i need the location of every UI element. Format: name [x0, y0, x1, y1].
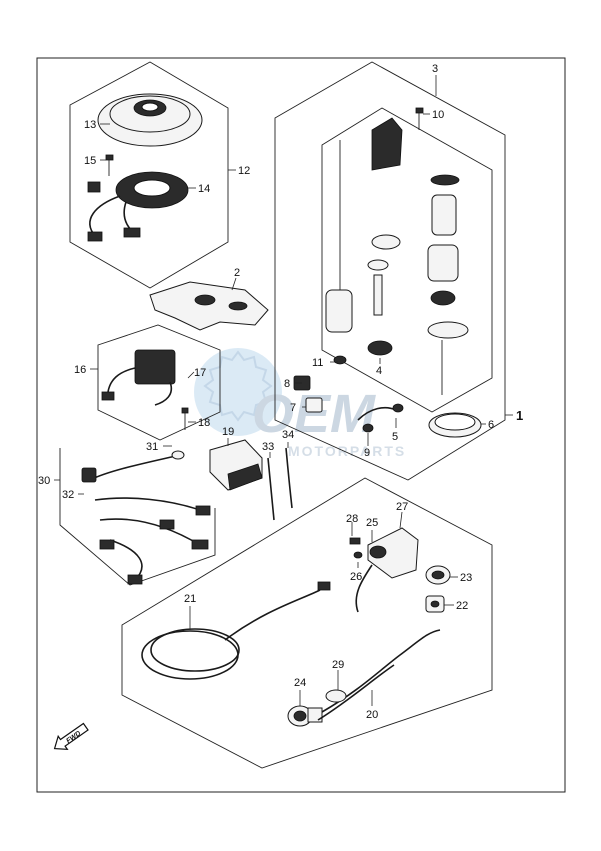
- watermark: OEM MOTORPARTS: [194, 348, 406, 459]
- bracket-5-part: [357, 403, 404, 433]
- callout-26: 26: [350, 571, 362, 583]
- callout-29: 29: [332, 659, 344, 671]
- group-box-flywheel: [69, 61, 229, 289]
- callout-27: 27: [396, 501, 408, 513]
- callout-20: 20: [366, 709, 378, 721]
- cord-20-part: [317, 629, 441, 721]
- callout-21: 21: [184, 593, 196, 605]
- callout-4: 4: [376, 365, 382, 377]
- screw-15-part: [105, 154, 114, 176]
- rectifier-part: [101, 349, 176, 406]
- cable-tie-34-part: [285, 447, 293, 509]
- callout-2: 2: [234, 267, 240, 279]
- leader-lines: [54, 75, 513, 706]
- wire-harness-part: [81, 450, 211, 585]
- callout-17: 17: [194, 367, 206, 379]
- callout-23: 23: [460, 572, 472, 584]
- callout-18: 18: [198, 417, 210, 429]
- callout-22: 22: [456, 600, 468, 612]
- callout-5: 5: [392, 431, 398, 443]
- callout-16: 16: [74, 364, 86, 376]
- lanyard-switch-24-part: [287, 705, 323, 727]
- group-box-main: [274, 61, 506, 481]
- flywheel-part: [97, 93, 203, 147]
- callout-3: 3: [432, 63, 438, 75]
- bolt-10-part: [415, 107, 424, 130]
- watermark-brand: OEM: [252, 384, 376, 444]
- group-box-starter: [321, 107, 493, 413]
- callout-8: 8: [284, 378, 290, 390]
- fwd-label: FWD: [65, 730, 82, 745]
- callout-30: 30: [38, 475, 50, 487]
- callout-15: 15: [84, 155, 96, 167]
- grommet-23-part: [425, 565, 451, 585]
- diagram-frame: [36, 57, 566, 793]
- stator-coil-part: [87, 171, 189, 242]
- callout-34: 34: [282, 429, 294, 441]
- group-box-rectifier: [97, 324, 221, 441]
- callout-19: 19: [222, 426, 234, 438]
- group-box-harness: [59, 448, 216, 586]
- callout-12: 12: [238, 165, 250, 177]
- ring-6-part: [428, 412, 482, 438]
- plate-22-part: [425, 595, 445, 613]
- callout-13: 13: [84, 119, 96, 131]
- callout-32: 32: [62, 489, 74, 501]
- switch-assy-25-27-part: [349, 527, 419, 613]
- callout-1: 1: [516, 408, 523, 423]
- group-box-lower: [121, 477, 493, 769]
- callout-31: 31: [146, 441, 158, 453]
- callout-14: 14: [198, 183, 210, 195]
- bracket-part: [149, 281, 269, 331]
- watermark-sub: MOTORPARTS: [288, 443, 406, 459]
- watermark-gear-icon: [203, 350, 273, 422]
- callout-24: 24: [294, 677, 306, 689]
- callout-11: 11: [312, 357, 323, 369]
- screw-18-part: [181, 407, 189, 430]
- callout-25: 25: [366, 517, 378, 529]
- callout-28: 28: [346, 513, 358, 525]
- callout-9: 9: [364, 447, 370, 459]
- starter-motor-part: [325, 117, 469, 395]
- callout-6: 6: [488, 419, 494, 431]
- cdi-unit-part: [209, 439, 263, 491]
- callout-10: 10: [432, 109, 444, 121]
- fwd-arrow-icon: FWD: [53, 722, 89, 751]
- callout-labels: 1 2 3 4 5 6 7 8 9 10 11 12 13 14 15 16 1…: [38, 63, 523, 721]
- callout-7: 7: [290, 402, 296, 414]
- callout-33: 33: [262, 441, 274, 453]
- cord-21-part: [141, 581, 331, 680]
- cable-tie-33-part: [267, 457, 275, 521]
